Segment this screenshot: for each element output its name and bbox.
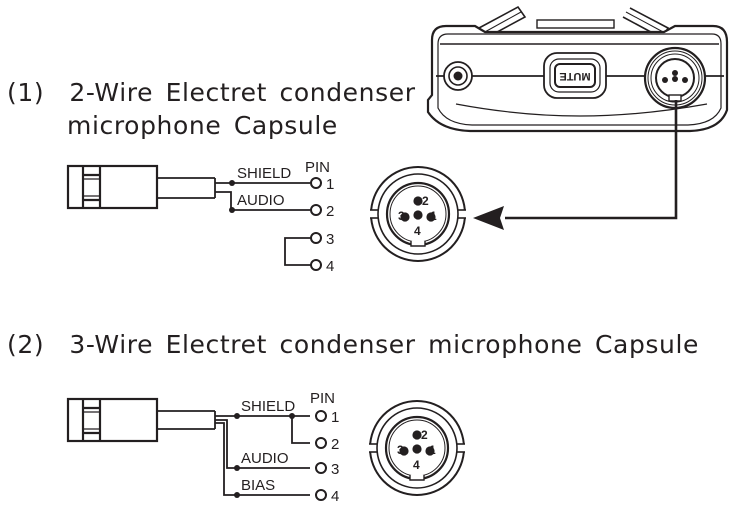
arrow-line [505, 100, 678, 220]
wire-label-shield: SHIELD [241, 398, 295, 415]
connector-diagram-2: 2 1 3 4 [365, 399, 469, 497]
pin-header: PIN [305, 159, 330, 176]
wire-label-audio: AUDIO [237, 192, 285, 209]
pin-terminal-1 [310, 177, 322, 189]
section2-number: (2) [7, 330, 45, 359]
connector-diagram-1: 2 1 3 4 [366, 165, 470, 263]
connector-pin-label: 2 [421, 428, 428, 442]
connector-pin-label: 4 [414, 224, 421, 238]
pin-number: 1 [326, 176, 334, 193]
pin-number: 4 [331, 488, 339, 505]
pin-number: 3 [326, 231, 334, 248]
pin-number: 3 [331, 461, 339, 478]
pin-terminal-3 [310, 232, 322, 244]
mic-capsule-icon [66, 164, 159, 210]
pin-terminal-2 [310, 204, 322, 216]
section1-heading: (1) 2-Wire Electret condenser [7, 80, 416, 105]
mic-capsule-icon [66, 397, 159, 443]
wire-label-audio: AUDIO [241, 450, 289, 467]
pin-number: 4 [326, 258, 334, 275]
arrow-head-icon [473, 206, 504, 230]
mute-button-label: MUTE [559, 70, 590, 82]
connector-pin-label: 1 [429, 443, 436, 457]
pin-header: PIN [310, 390, 335, 407]
pin-number: 2 [326, 203, 334, 220]
section1-title-line2: microphone Capsule [67, 111, 338, 140]
wire-label-bias: BIAS [241, 477, 275, 494]
section1-title-line1: 2-Wire Electret condenser [69, 78, 416, 107]
pin-terminal-4 [310, 259, 322, 271]
section1-number: (1) [7, 78, 45, 107]
section2-wiring: SHIELD AUDIO BIAS PIN 1 2 3 4 [66, 390, 339, 505]
connector-pin-label: 2 [422, 194, 429, 208]
wire-label-shield: SHIELD [237, 165, 291, 182]
section2-title: 3-Wire Electret condenser microphone Cap… [69, 330, 700, 359]
bodypack-transmitter: MUTE [426, 5, 729, 133]
section1-wiring: SHIELD AUDIO PIN 1 2 3 4 [66, 159, 334, 275]
section1-heading-line2: microphone Capsule [67, 113, 338, 138]
connector-pin-label: 1 [430, 209, 437, 223]
connector-pin-label: 3 [398, 209, 405, 223]
device-input-connector [643, 46, 707, 110]
pin-terminal-1 [315, 410, 327, 422]
section2-heading: (2) 3-Wire Electret condenser microphone… [7, 332, 699, 357]
connector-pin-label: 4 [413, 458, 420, 472]
pin-terminal-2 [315, 437, 327, 449]
pin-terminal-3 [315, 462, 327, 474]
connector-pin-label: 3 [397, 443, 404, 457]
mute-button[interactable]: MUTE [543, 52, 607, 99]
pin-number: 1 [331, 409, 339, 426]
pin-number: 2 [331, 436, 339, 453]
jumper-wire [284, 237, 311, 266]
pin-terminal-4 [315, 489, 327, 501]
